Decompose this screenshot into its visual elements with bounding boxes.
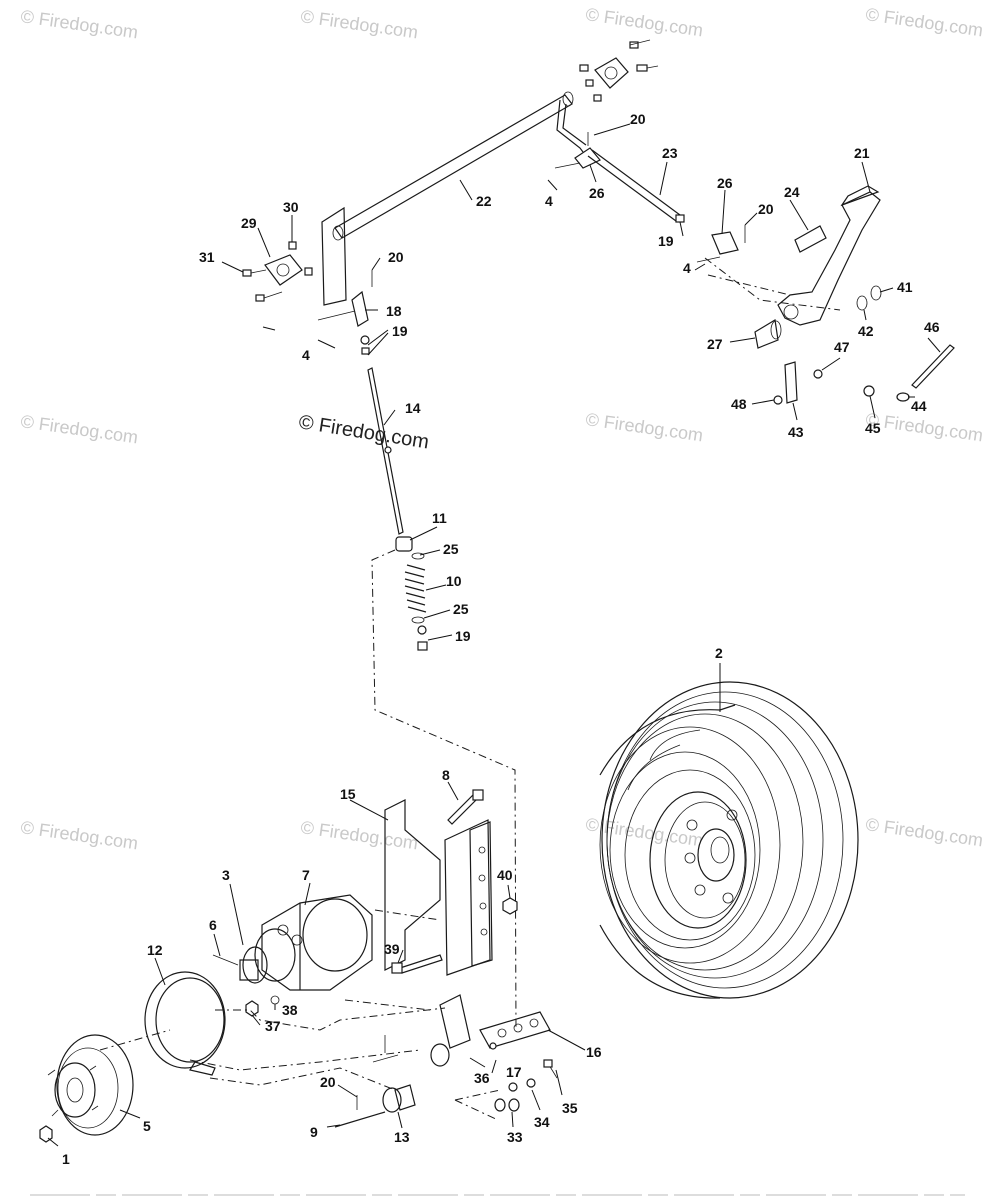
callout-2: 2 — [715, 645, 723, 661]
watermark-text: © Firedog.com — [864, 814, 984, 850]
callout-39: 39 — [384, 941, 400, 957]
watermark-text: © Firedog.com — [584, 4, 704, 40]
upper-rod — [367, 367, 404, 535]
callout-1: 1 — [62, 1151, 70, 1167]
callout-41: 41 — [897, 279, 913, 295]
callout-12: 12 — [147, 942, 163, 958]
callout-27: 27 — [707, 336, 723, 352]
callout-20: 20 — [758, 201, 774, 217]
watermark-text: © Firedog.com — [864, 4, 984, 40]
hydraulic-motor — [212, 894, 373, 1017]
callout-9: 9 — [310, 1124, 318, 1140]
callout-18: 18 — [386, 303, 402, 319]
watermark-text: © Firedog.com — [19, 411, 139, 447]
callout-24: 24 — [784, 184, 800, 200]
callout-33: 33 — [507, 1129, 523, 1145]
callout-25: 25 — [443, 541, 459, 557]
callout-11: 11 — [432, 510, 447, 526]
callout-22: 22 — [476, 193, 492, 209]
callout-3: 3 — [222, 867, 230, 883]
leader-lines — [47, 123, 941, 1147]
callout-4: 4 — [683, 260, 691, 276]
watermark-text: © Firedog.com — [864, 409, 984, 445]
callout-36: 36 — [474, 1070, 490, 1086]
watermark-main: © Firedog.com — [297, 411, 430, 453]
callout-26: 26 — [589, 185, 605, 201]
callout-43: 43 — [788, 424, 804, 440]
callout-31: 31 — [199, 249, 215, 265]
watermark-text: © Firedog.com — [584, 409, 704, 445]
assembly-lines — [99, 909, 446, 1091]
callout-44: 44 — [911, 398, 927, 414]
callout-38: 38 — [282, 1002, 298, 1018]
spring-assembly — [395, 536, 428, 651]
callout-46: 46 — [924, 319, 940, 335]
callout-5: 5 — [143, 1118, 151, 1134]
callout-4: 4 — [302, 347, 310, 363]
wheel — [599, 681, 859, 999]
callout-labels: 1 2 3 4 4 4 5 6 7 8 9 10 11 12 13 14 15 … — [62, 111, 940, 1167]
pedal-group — [554, 132, 955, 405]
callout-19: 19 — [392, 323, 408, 339]
callout-6: 6 — [209, 917, 217, 933]
callout-23: 23 — [662, 145, 678, 161]
callout-20: 20 — [630, 111, 646, 127]
callout-20: 20 — [320, 1074, 336, 1090]
callout-19: 19 — [658, 233, 674, 249]
callout-16: 16 — [586, 1044, 602, 1060]
callout-34: 34 — [534, 1114, 550, 1130]
brake-linkage — [334, 994, 558, 1128]
callout-15: 15 — [340, 786, 356, 802]
mount-bracket — [384, 789, 518, 976]
linkage-path — [371, 549, 517, 1031]
callout-13: 13 — [394, 1129, 410, 1145]
callout-19: 19 — [455, 628, 471, 644]
callout-47: 47 — [834, 339, 850, 355]
left-clevis — [317, 270, 373, 355]
callout-29: 29 — [241, 215, 257, 231]
watermark-text: © Firedog.com — [19, 6, 139, 42]
watermark-text: © Firedog.com — [19, 817, 139, 853]
brake-band — [144, 971, 226, 1076]
watermark-text: © Firedog.com — [299, 6, 419, 42]
brake-drum — [39, 1034, 134, 1143]
callout-48: 48 — [731, 396, 747, 412]
callout-40: 40 — [497, 867, 513, 883]
callout-17: 17 — [506, 1064, 522, 1080]
callout-8: 8 — [442, 767, 450, 783]
watermark-text: © Firedog.com — [299, 817, 419, 853]
callout-4: 4 — [545, 193, 553, 209]
callout-45: 45 — [865, 420, 881, 436]
callout-7: 7 — [302, 867, 310, 883]
callout-10: 10 — [446, 573, 462, 589]
callout-20: 20 — [388, 249, 404, 265]
callout-25: 25 — [453, 601, 469, 617]
callout-21: 21 — [854, 145, 870, 161]
callout-26: 26 — [717, 175, 733, 191]
left-bearing-flange — [242, 241, 313, 302]
callout-37: 37 — [265, 1018, 281, 1034]
callout-35: 35 — [562, 1100, 578, 1116]
callout-14: 14 — [405, 400, 421, 416]
callout-42: 42 — [858, 323, 874, 339]
cross-shaft — [321, 39, 659, 306]
callout-30: 30 — [283, 199, 299, 215]
